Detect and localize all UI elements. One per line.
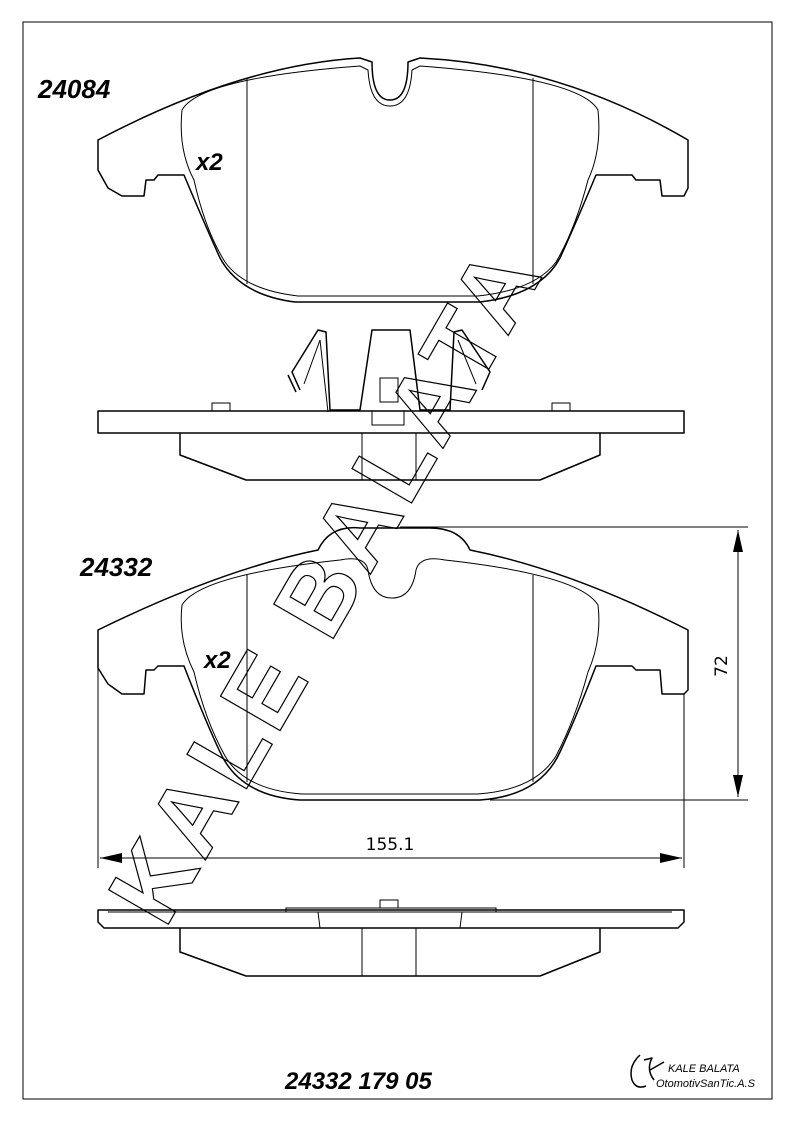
brand-company: OtomotivSanTic.A.S: [656, 1078, 756, 1090]
footer-part-code: 24332 179 05: [284, 1068, 432, 1095]
page-border: [22, 21, 773, 1100]
brake-pad-bottom-friction-material: [180, 558, 600, 795]
part-number-bottom: 24332: [79, 552, 153, 582]
dimension-width: 155.1: [97, 668, 685, 868]
kale-logo-icon: [630, 1054, 665, 1088]
brake-pad-top-friction-material: [180, 65, 600, 297]
brand-logo: KALE BALATA OtomotivSanTic.A.S: [630, 1054, 756, 1090]
brake-pad-top-backing-plate: [97, 57, 689, 303]
quantity-top: x2: [194, 149, 223, 176]
part-number-top: 24084: [37, 74, 111, 104]
brand-name: KALE BALATA: [668, 1063, 740, 1075]
dimension-height: 72: [400, 526, 748, 801]
dimension-height-label: 72: [712, 655, 732, 677]
dimension-width-label: 155.1: [366, 835, 415, 855]
brake-pad-bottom-backing-plate: [97, 526, 689, 801]
anti-rattle-clip: [287, 329, 491, 413]
brake-pad-top-side-view: [97, 402, 685, 481]
brake-pad-bottom-side-view: [97, 899, 685, 977]
quantity-bottom: x2: [202, 647, 231, 674]
